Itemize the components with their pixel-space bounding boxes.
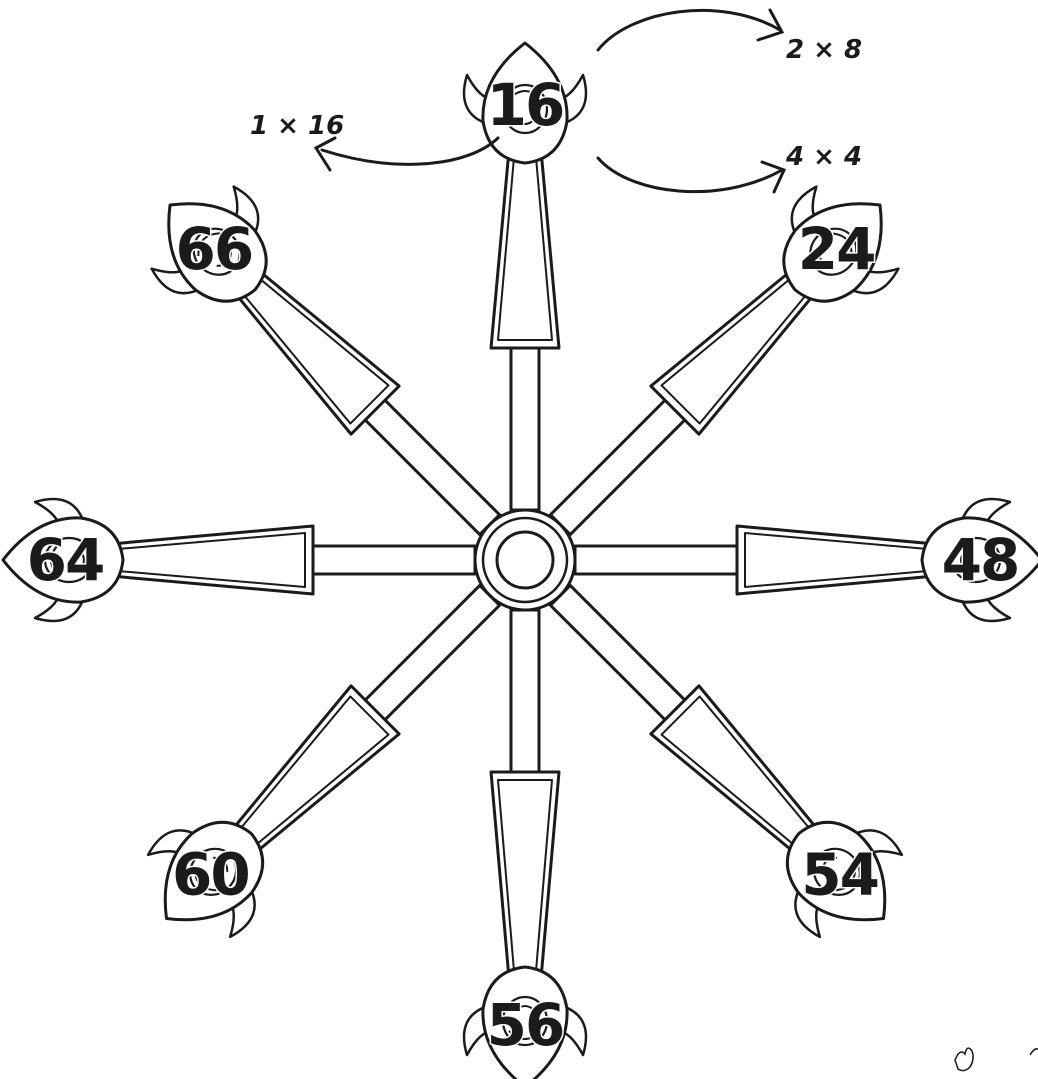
ride-arm-left — [77, 526, 475, 594]
seat-number-left: 64 — [27, 526, 104, 594]
arrow-to-1x16 — [322, 138, 498, 164]
factor-note-2x8: 2 × 8 — [786, 35, 862, 65]
ride-arm-top-right — [550, 248, 836, 534]
hand-doodle-icon — [955, 1048, 1038, 1070]
arrow-to-2x8 — [598, 10, 780, 50]
factor-note-1x16: 1 × 16 — [250, 111, 344, 141]
seat-number-bottom-right: 54 — [801, 841, 878, 909]
ride-arm-top — [491, 117, 559, 510]
seat-number-bottom-left: 60 — [172, 841, 249, 909]
seat-number-top-left: 66 — [176, 215, 253, 283]
ride-arm-bottom — [491, 610, 559, 1013]
arrow-to-4x4 — [598, 158, 782, 192]
center-hub — [475, 510, 575, 610]
ride-arm-top-left — [213, 248, 499, 534]
factor-note-4x4: 4 × 4 — [785, 142, 862, 172]
ride-arm-right — [575, 526, 968, 594]
seat-number-top-right: 24 — [798, 215, 875, 283]
seat-number-bottom: 56 — [487, 991, 564, 1059]
seat-number-top: 16 — [487, 71, 564, 139]
ride-arm-bottom-right — [550, 585, 840, 875]
ride-arm-bottom-left — [210, 585, 500, 875]
seat-number-right: 48 — [942, 526, 1019, 594]
